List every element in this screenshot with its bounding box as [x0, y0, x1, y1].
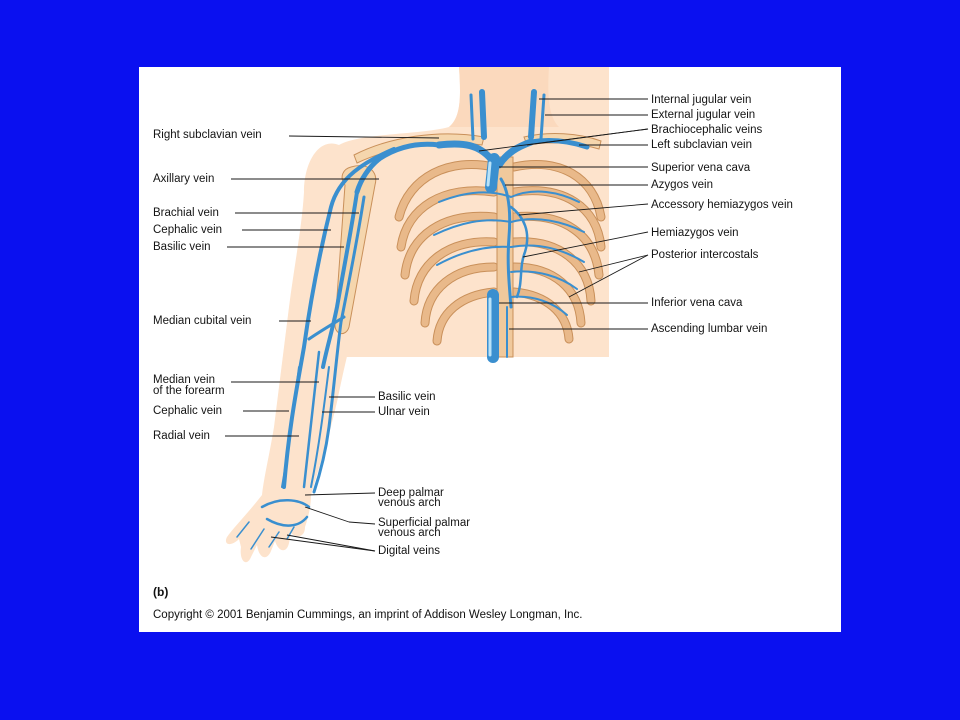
brachial-path [321, 190, 359, 369]
label-brachiocephalic-veins: Brachiocephalic veins [651, 124, 762, 136]
rib-cage [394, 156, 606, 358]
label-median-vein-forearm-line2: of the forearm [153, 385, 225, 397]
label-ulnar-vein: Ulnar vein [378, 406, 430, 418]
labels-left: Right subclavian vein Axillary vein Brac… [153, 129, 262, 442]
label-cephalic-vein-lower: Cephalic vein [153, 405, 222, 417]
venous-system-figure: Right subclavian vein Axillary vein Brac… [153, 67, 793, 621]
copyright-notice: Copyright © 2001 Benjamin Cummings, an i… [153, 609, 583, 621]
ulnar-path [310, 366, 330, 488]
digital-paths [236, 521, 295, 550]
label-posterior-intercostals: Posterior intercostals [651, 249, 759, 261]
label-axillary-vein: Axillary vein [153, 173, 214, 185]
basilic-path [312, 195, 366, 494]
label-brachial-vein: Brachial vein [153, 207, 219, 219]
panel-letter: (b) [153, 585, 168, 599]
internal-jugular-veins [479, 89, 537, 140]
axillary-path [354, 156, 382, 195]
label-inferior-vena-cava: Inferior vena cava [651, 297, 743, 309]
label-basilic-vein-upper: Basilic vein [153, 241, 211, 253]
palmar-arches [260, 499, 311, 527]
label-cephalic-vein-upper: Cephalic vein [153, 224, 222, 236]
right-subclavian-path [376, 141, 442, 162]
figure-panel: Right subclavian vein Axillary vein Brac… [139, 67, 841, 632]
label-azygos-vein: Azygos vein [651, 179, 713, 191]
label-superficial-palmar-line2: venous arch [378, 527, 441, 539]
hemiazygos-path [509, 205, 529, 299]
label-median-vein-forearm-line1: Median vein [153, 374, 215, 386]
brachiocephalic-veins [435, 138, 535, 169]
label-deep-palmar-line1: Deep palmar [378, 487, 444, 499]
azygos-path [499, 177, 513, 309]
median-cubital-path [307, 315, 346, 341]
label-superficial-palmar-line1: Superficial palmar [378, 517, 470, 529]
external-jugular-veins [469, 93, 546, 141]
label-left-subclavian-vein: Left subclavian vein [651, 139, 752, 151]
label-deep-palmar-line2: venous arch [378, 497, 441, 509]
label-superior-vena-cava: Superior vena cava [651, 162, 751, 174]
label-hemiazygos-vein: Hemiazygos vein [651, 227, 739, 239]
radial-path [281, 366, 300, 488]
veins [236, 89, 590, 550]
superior-vena-cava-path [485, 153, 500, 193]
skeleton [334, 133, 606, 358]
label-external-jugular-vein: External jugular vein [651, 109, 755, 121]
median-forearm-path [302, 350, 321, 489]
label-internal-jugular-vein: Internal jugular vein [651, 94, 751, 106]
label-accessory-hemiazygos-vein: Accessory hemiazygos vein [651, 199, 793, 211]
labels-right: Internal jugular vein External jugular v… [651, 94, 793, 335]
labels-mid: Basilic vein Ulnar vein Deep palmar veno… [378, 391, 470, 557]
label-radial-vein: Radial vein [153, 430, 210, 442]
leader-lines [225, 98, 649, 552]
label-basilic-vein-lower: Basilic vein [378, 391, 436, 403]
label-right-subclavian-vein: Right subclavian vein [153, 129, 262, 141]
label-median-cubital-vein: Median cubital vein [153, 315, 251, 327]
intercostal-paths [433, 190, 585, 316]
label-ascending-lumbar-vein: Ascending lumbar vein [651, 323, 767, 335]
label-digital-veins: Digital veins [378, 545, 440, 557]
